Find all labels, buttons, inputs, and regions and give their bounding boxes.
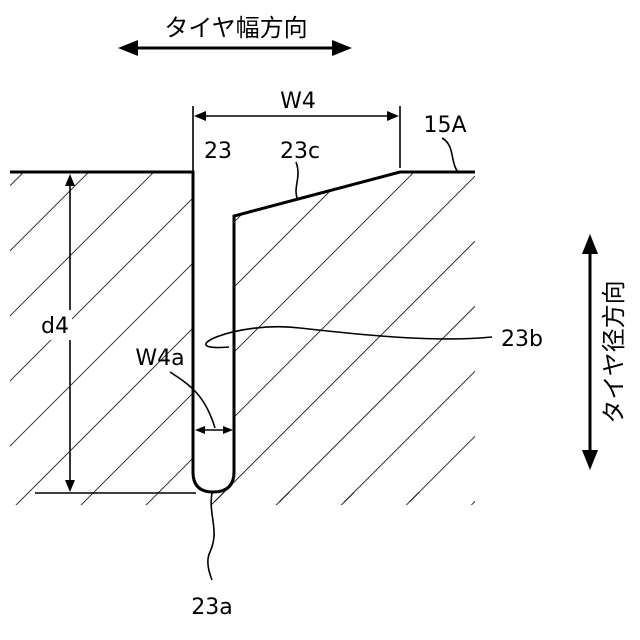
width-arrow-head-right xyxy=(332,40,352,56)
sipe-groove xyxy=(193,172,234,492)
15a-label: 15A xyxy=(423,113,466,138)
lower-block-hatch xyxy=(195,492,475,502)
width-direction-label: タイヤ幅方向 xyxy=(164,14,307,42)
radial-arrow-head-top xyxy=(582,234,598,254)
15a-leader xyxy=(442,138,458,172)
radial-direction-label: タイヤ径方向 xyxy=(600,280,628,423)
left-block-hatch xyxy=(10,172,475,505)
23c-label: 23c xyxy=(280,139,320,164)
radial-arrow-head-bottom xyxy=(582,450,598,470)
23a-leader xyxy=(208,493,214,580)
w4a-label: W4a xyxy=(135,346,184,371)
d4-label: d4 xyxy=(41,314,69,339)
w4-label: W4 xyxy=(280,89,316,114)
23c-leader xyxy=(296,162,298,200)
23a-label: 23a xyxy=(191,595,232,620)
sipe-label: 23 xyxy=(204,139,232,164)
width-arrow-head-left xyxy=(118,40,138,56)
23b-label: 23b xyxy=(501,327,543,352)
